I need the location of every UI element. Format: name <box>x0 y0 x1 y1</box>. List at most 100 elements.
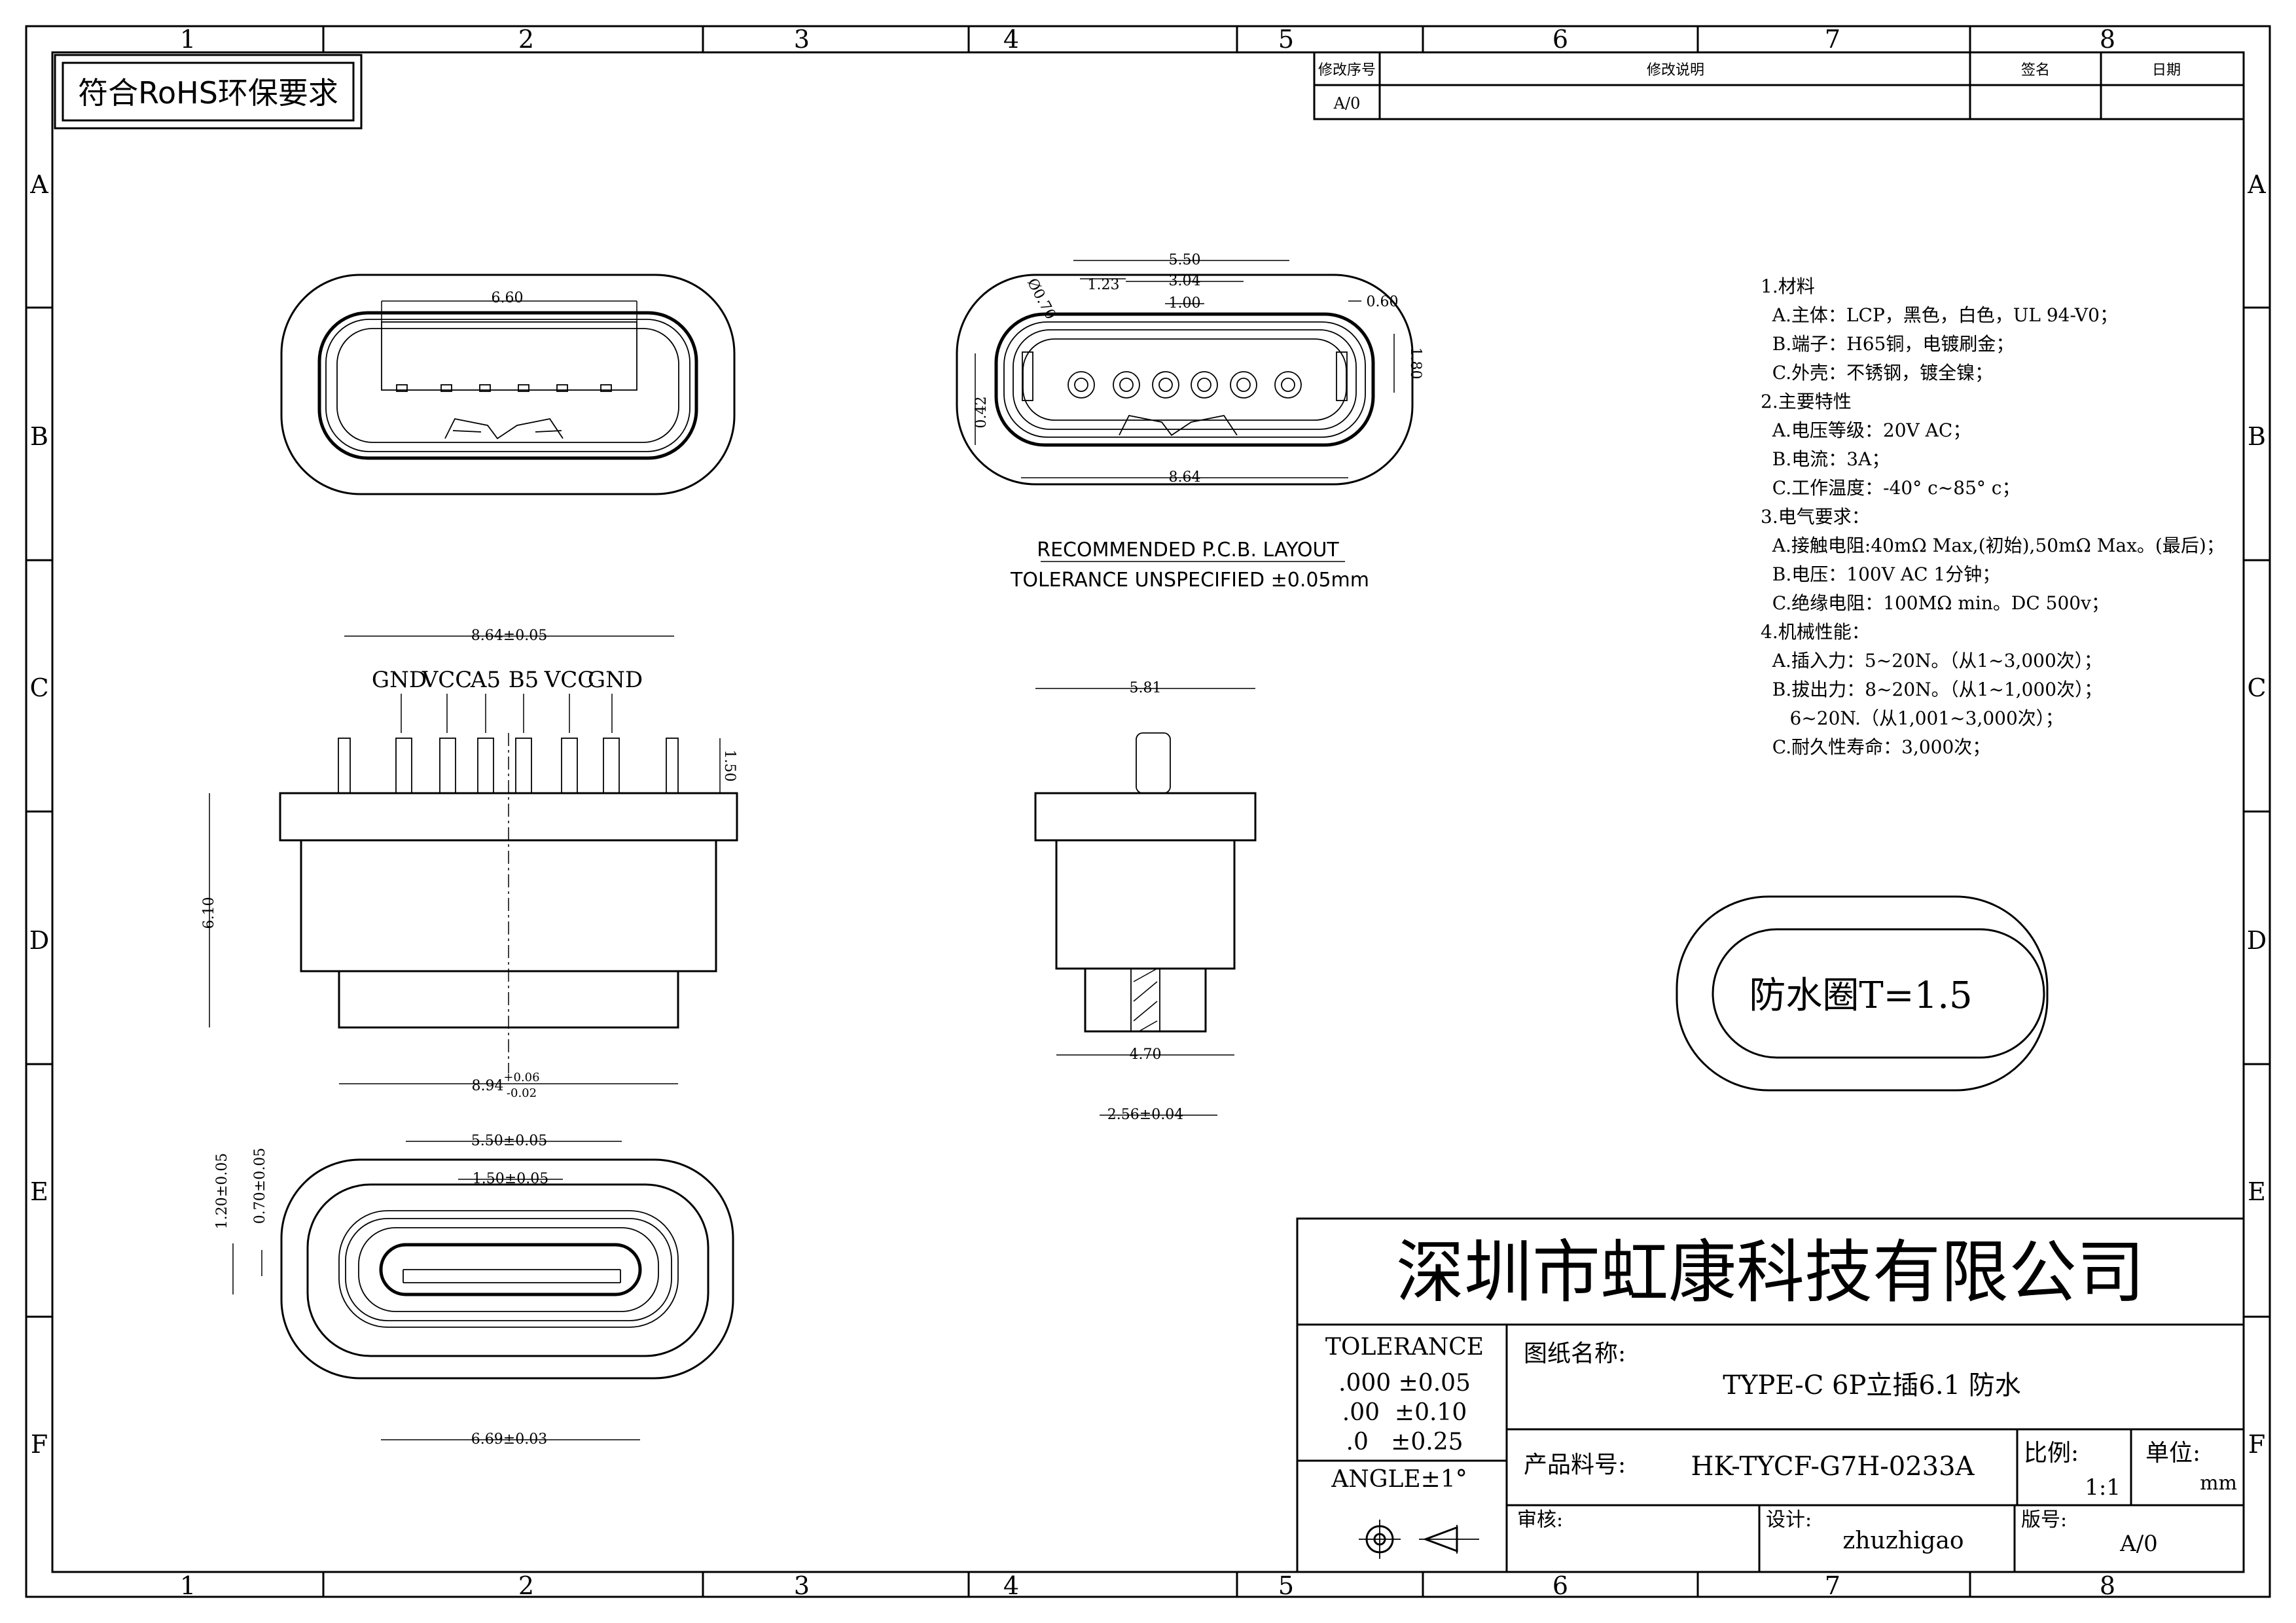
spec-line-2: A.主体：LCP，黑色，白色，UL 94-V0； <box>1761 304 2118 326</box>
tolerance-row-3: .0 ±0.25 <box>1346 1429 1463 1455</box>
tolerance-angle: ANGLE±1° <box>1331 1466 1467 1493</box>
spec-line-13: 4.机械性能： <box>1761 621 1870 643</box>
revision-table: 修改序号 修改说明 签名 日期 A/0 <box>1313 51 2245 120</box>
pcb-tolerance-note: TOLERANCE UNSPECIFIED ±0.05mm <box>1010 569 1369 592</box>
top-view-dim-width: 6.60 <box>492 290 524 306</box>
pcb-layout-view: 5.50 1.23 3.04 1.00 0.60 Ø0.70 1.80 0.42… <box>956 252 1424 592</box>
front-dim-pitch-total: 8.64±0.05 <box>471 628 547 644</box>
rohs-label-box: 符合RoHS环保要求 <box>54 54 363 130</box>
pcb-layout-title: RECOMMENDED P.C.B. LAYOUT <box>1037 539 1339 562</box>
row-label-right-b: B <box>2248 422 2266 451</box>
col-label-bottom-2: 2 <box>518 1571 534 1600</box>
drawing-name: TYPE-C 6P立插6.1 防水 <box>1723 1370 2020 1400</box>
col-label-bottom-1: 1 <box>180 1571 196 1600</box>
pcb-dim-5-50: 5.50 <box>1169 252 1201 268</box>
drawing-name-label: 图纸名称: <box>1524 1340 1626 1367</box>
spec-line-5: 2.主要特性 <box>1761 391 1852 412</box>
row-label-left-c: C <box>29 673 48 702</box>
version-label: 版号: <box>2021 1508 2067 1531</box>
col-label-top-2: 2 <box>518 25 534 54</box>
bottom-dim-0-70: 0.70±0.05 <box>252 1148 268 1224</box>
bottom-dim-1-20: 1.20±0.05 <box>214 1153 230 1229</box>
side-dim-5-81: 5.81 <box>1130 680 1162 696</box>
designer-name: zhuzhigao <box>1842 1527 1964 1554</box>
col-label-top-5: 5 <box>1278 25 1294 54</box>
pin-label-vcc-1: VCC <box>422 667 473 693</box>
spec-line-14: A.插入力：5~20N。（从1~3,000次）； <box>1761 650 2102 671</box>
pcb-dim-1-80: 1.80 <box>1407 348 1424 380</box>
gasket-view: 防水圈T=1.5 <box>1676 895 2049 1092</box>
scale-value: 1:1 <box>2085 1474 2121 1501</box>
side-view: 5.81 4.70 2.56±0.04 <box>1034 680 1257 1123</box>
col-label-top-7: 7 <box>1825 25 1840 54</box>
col-label-bottom-8: 8 <box>2100 1571 2115 1600</box>
pin-label-gnd-2: GND <box>588 667 643 693</box>
specifications: 1.材料 A.主体：LCP，黑色，白色，UL 94-V0； B.端子：H65铜，… <box>1761 276 2225 758</box>
row-label-left-a: A <box>29 170 48 199</box>
spec-line-1: 1.材料 <box>1761 276 1815 297</box>
col-label-top-3: 3 <box>794 25 810 54</box>
pin-label-vcc-2: VCC <box>544 667 595 693</box>
bottom-view: 5.50±0.05 1.50±0.05 1.20±0.05 0.70±0.05 … <box>214 1133 734 1448</box>
part-no: HK-TYCF-G7H-0233A <box>1691 1452 1975 1482</box>
company-name: 深圳市虹康科技有限公司 <box>1396 1232 2145 1312</box>
rev-header-no: 修改序号 <box>1318 62 1376 79</box>
row-label-right-a: A <box>2247 170 2266 199</box>
spec-line-15: B.拔出力：8~20N。（从1~1,000次）； <box>1761 679 2102 700</box>
spec-line-16: 6~20N.（从1,001~3,000次）； <box>1761 707 2064 729</box>
front-view: GND VCC A5 B5 VCC GND 8.64±0.05 1.50 6.1… <box>201 628 738 1100</box>
pin-label-b5: B5 <box>509 667 539 693</box>
col-label-top-4: 4 <box>1003 25 1019 54</box>
pcb-dim-8-64: 8.64 <box>1169 469 1201 486</box>
spec-line-12: C.绝缘电阻：100MΩ min。DC 500v； <box>1761 592 2109 614</box>
front-dim-lower-tol: -0.02 <box>507 1086 537 1100</box>
spec-line-6: A.电压等级：20V AC； <box>1761 419 1971 441</box>
bottom-dim-5-50: 5.50±0.05 <box>471 1133 547 1149</box>
scale-label: 比例: <box>2024 1440 2079 1467</box>
pcb-dim-0-42: 0.42 <box>973 397 990 429</box>
gasket-label: 防水圈T=1.5 <box>1749 974 1972 1017</box>
projection-symbol-icon <box>1359 1520 1479 1559</box>
rohs-label: 符合RoHS环保要求 <box>78 75 338 111</box>
title-block: 深圳市虹康科技有限公司 TOLERANCE .000 ±0.05 .00 ±0.… <box>1296 1217 2245 1573</box>
pcb-dim-3-04: 3.04 <box>1169 273 1201 289</box>
bottom-dim-1-50: 1.50±0.05 <box>473 1171 548 1187</box>
bottom-dim-6-69: 6.69±0.03 <box>471 1431 547 1448</box>
col-label-top-8: 8 <box>2100 25 2115 54</box>
rev-row-no: A/0 <box>1333 94 1361 113</box>
row-label-right-d: D <box>2247 926 2267 955</box>
outer-frame <box>25 25 2271 1598</box>
col-label-bottom-6: 6 <box>1552 1571 1568 1600</box>
row-label-left-e: E <box>30 1177 48 1206</box>
front-dim-1-50: 1.50 <box>721 750 738 782</box>
inner-frame <box>51 51 2245 1573</box>
rev-header-sign: 签名 <box>2021 62 2050 79</box>
rev-header-date: 日期 <box>2152 62 2181 79</box>
unit-label: 单位: <box>2145 1440 2200 1467</box>
pcb-dim-0-60: 0.60 <box>1367 294 1399 310</box>
pin-label-a5: A5 <box>470 667 501 693</box>
row-label-left-f: F <box>31 1430 48 1459</box>
spec-line-7: B.电流：3A； <box>1761 448 1890 470</box>
row-label-right-c: C <box>2247 673 2266 702</box>
side-dim-4-70: 4.70 <box>1130 1046 1162 1063</box>
front-dim-8-94: 8.94 <box>472 1078 504 1094</box>
row-label-left-d: D <box>29 926 49 955</box>
spec-line-8: C.工作温度：-40° c~85° c； <box>1761 477 2020 499</box>
side-dim-2-56: 2.56±0.04 <box>1107 1107 1183 1123</box>
pcb-pads <box>1022 351 1348 401</box>
tolerance-title: TOLERANCE <box>1325 1334 1484 1361</box>
spec-line-4: C.外壳：不锈钢，镀全镍； <box>1761 362 1993 383</box>
unit-value: mm <box>2200 1472 2237 1495</box>
design-label: 设计: <box>1766 1508 1812 1531</box>
row-markers: A B C D E F A B C D E F <box>26 170 2270 1459</box>
col-label-top-1: 1 <box>180 25 196 54</box>
col-label-bottom-4: 4 <box>1003 1571 1019 1600</box>
col-label-top-6: 6 <box>1552 25 1568 54</box>
col-label-bottom-3: 3 <box>794 1571 810 1600</box>
tolerance-row-1: .000 ±0.05 <box>1338 1370 1471 1397</box>
spec-line-3: B.端子：H65铜，电镀刷金； <box>1761 333 2014 355</box>
rev-header-desc: 修改说明 <box>1647 62 1704 79</box>
tolerance-row-2: .00 ±0.10 <box>1342 1399 1467 1426</box>
